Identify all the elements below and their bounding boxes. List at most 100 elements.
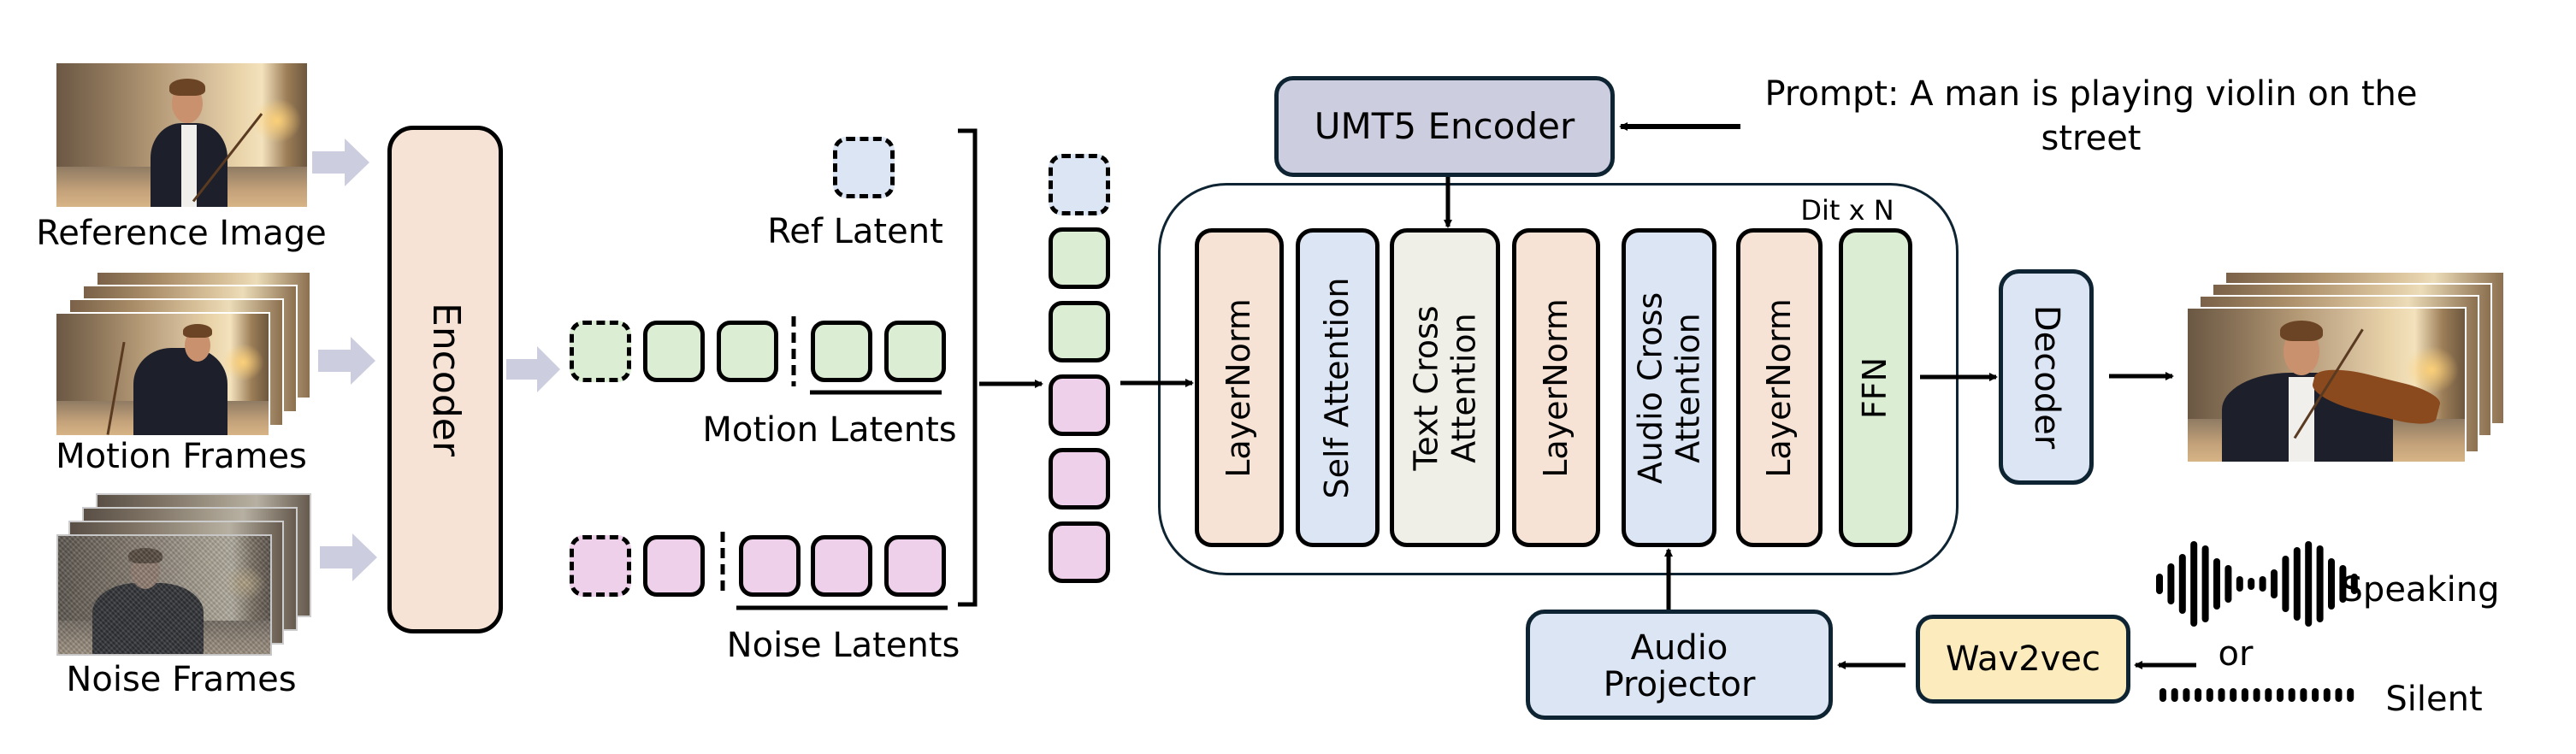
silent-bar bbox=[2195, 688, 2202, 702]
noise-latent bbox=[739, 535, 801, 597]
dit-audio-cross-attention: Audio Cross Attention bbox=[1622, 228, 1716, 547]
waveform-bar bbox=[2282, 556, 2289, 612]
waveform-bar bbox=[2190, 541, 2198, 627]
person-figure bbox=[133, 348, 227, 435]
stacked-noise-latent bbox=[1049, 448, 1110, 510]
motion-frames-label: Motion Frames bbox=[56, 437, 307, 476]
decoder-label: Decoder bbox=[2026, 304, 2066, 450]
silent-bar bbox=[2335, 688, 2343, 702]
shirt bbox=[2289, 377, 2314, 462]
stacked-noise-latent bbox=[1049, 521, 1110, 583]
dit-layernorm-3-label: LayerNorm bbox=[1759, 297, 1798, 478]
label-line-2: Attention bbox=[1444, 312, 1482, 463]
noise-latent bbox=[811, 535, 872, 597]
hair bbox=[183, 324, 212, 338]
light-arrow-noise bbox=[320, 533, 377, 581]
waveform-bar bbox=[2259, 576, 2266, 592]
waveform-bar bbox=[2201, 545, 2209, 622]
stacked-motion-latent bbox=[1049, 301, 1110, 362]
silent-bar bbox=[2265, 688, 2272, 702]
reference-image bbox=[55, 62, 309, 209]
silent-bar bbox=[2312, 688, 2319, 702]
light-arrow-reference bbox=[312, 138, 369, 186]
person-figure bbox=[92, 583, 204, 654]
silent-bar bbox=[2206, 688, 2213, 702]
motion-frame-front bbox=[55, 312, 270, 437]
waveform-bar bbox=[2224, 565, 2232, 603]
light-arrow-encoder-out bbox=[506, 346, 560, 392]
noise-latent bbox=[643, 535, 705, 597]
audio-projector-label-line1: Audio bbox=[1630, 628, 1728, 669]
stacked-noise-latent bbox=[1049, 374, 1110, 436]
noise-latent-padding bbox=[570, 535, 631, 597]
dit-self-attention: Self Attention bbox=[1296, 228, 1380, 547]
label-line-2: Attention bbox=[1668, 312, 1706, 463]
wav2vec-block: Wav2vec bbox=[1916, 615, 2130, 704]
silent-bar bbox=[2323, 688, 2331, 702]
waveform-bar bbox=[2305, 541, 2313, 627]
silent-bar bbox=[2277, 688, 2284, 702]
silent-bar bbox=[2230, 688, 2237, 702]
waveform-bar bbox=[2156, 574, 2163, 594]
hair bbox=[169, 79, 205, 96]
violin-bow bbox=[106, 341, 126, 435]
motion-latent bbox=[811, 321, 872, 382]
waveform-bar bbox=[2316, 545, 2324, 622]
label-line-1: Text Cross bbox=[1406, 304, 1445, 471]
ref-latent-label: Ref Latent bbox=[767, 212, 943, 251]
dit-ffn: FFN bbox=[1839, 228, 1912, 547]
dit-layernorm-3: LayerNorm bbox=[1736, 228, 1823, 547]
waveform-bar bbox=[2167, 563, 2175, 604]
label-line-1: Audio Cross bbox=[1630, 292, 1669, 484]
silent-bar bbox=[2159, 688, 2166, 702]
wav2vec-label: Wav2vec bbox=[1946, 639, 2100, 679]
silent-bar bbox=[2183, 688, 2190, 702]
motion-latent-padding bbox=[570, 321, 631, 382]
dit-layernorm-1-label: LayerNorm bbox=[1220, 297, 1258, 478]
dit-self-attention-label: Self Attention bbox=[1318, 277, 1356, 498]
or-label: or bbox=[2218, 634, 2254, 674]
silent-bar bbox=[2218, 688, 2225, 702]
waveform-bar bbox=[2236, 576, 2243, 592]
audio-projector-block: Audio Projector bbox=[1526, 610, 1833, 720]
hair bbox=[2280, 321, 2323, 341]
dit-layernorm-2: LayerNorm bbox=[1512, 228, 1600, 547]
concat-bracket bbox=[958, 128, 978, 607]
motion-latent bbox=[884, 321, 946, 382]
silent-bar bbox=[2300, 688, 2307, 702]
waveform-bar bbox=[2293, 547, 2301, 621]
dit-ffn-label: FFN bbox=[1856, 356, 1894, 419]
waveform-bar bbox=[2178, 554, 2186, 614]
hair bbox=[128, 548, 162, 563]
stacked-ref-latent bbox=[1049, 154, 1110, 215]
umt5-encoder-block: UMT5 Encoder bbox=[1274, 76, 1615, 177]
motion-latents-label: Motion Latents bbox=[702, 410, 957, 450]
dit-container bbox=[1158, 183, 1959, 575]
silent-bar bbox=[2253, 688, 2260, 702]
output-frame-front bbox=[2186, 307, 2467, 463]
face bbox=[131, 553, 160, 589]
speaking-label: Speaking bbox=[2341, 570, 2500, 610]
silent-label: Silent bbox=[2385, 680, 2483, 719]
encoder-label: Encoder bbox=[423, 303, 468, 457]
dit-layernorm-1: LayerNorm bbox=[1195, 228, 1284, 547]
shirt bbox=[181, 125, 197, 207]
noise-frame-front bbox=[56, 534, 272, 656]
waveform-bar bbox=[2213, 558, 2220, 610]
silent-bar bbox=[2171, 688, 2178, 702]
waveform-bar bbox=[2271, 569, 2278, 598]
dit-repeat-label: Dit x N bbox=[1800, 194, 1894, 227]
audio-projector-label-line2: Projector bbox=[1603, 665, 1756, 705]
dit-text-cross-attention: Text Cross Attention bbox=[1390, 228, 1500, 547]
silent-bar bbox=[2241, 688, 2248, 702]
silent-bar bbox=[2347, 688, 2354, 702]
reference-image-label: Reference Image bbox=[36, 214, 327, 253]
encoder-block: Encoder bbox=[387, 126, 503, 633]
prompt-text-line2: street bbox=[2041, 119, 2142, 158]
waveform-bar bbox=[2248, 578, 2255, 590]
noise-latent bbox=[884, 535, 946, 597]
ref-latent bbox=[833, 137, 895, 198]
noise-frames-label: Noise Frames bbox=[66, 660, 297, 699]
light-arrow-motion bbox=[318, 337, 375, 385]
motion-latent bbox=[717, 321, 778, 382]
